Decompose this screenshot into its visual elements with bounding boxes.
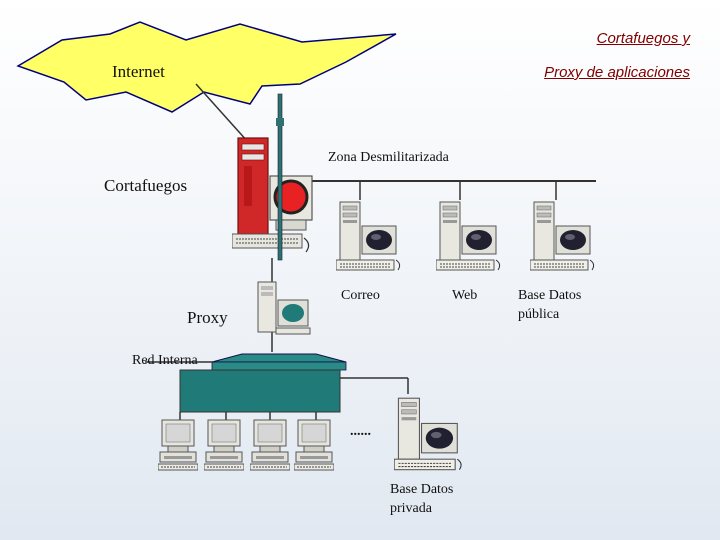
public-db-label-line2: pública <box>518 307 560 322</box>
firewall-label: Cortafuegos <box>104 176 188 195</box>
page-title-line1: Cortafuegos y <box>596 30 690 47</box>
public-db-label-line1: Base Datos <box>518 288 582 303</box>
workstation-icon <box>204 419 244 471</box>
server-tower-icon <box>394 397 462 471</box>
private-db-label-line2: privada <box>390 501 432 516</box>
mail-server-label: Correo <box>341 288 380 303</box>
workstation-icon <box>158 419 198 471</box>
workstation-icon <box>294 419 334 471</box>
internet-label: Internet <box>112 62 165 81</box>
page-title-line2: Proxy de aplicaciones <box>544 64 690 81</box>
web-server-label: Web <box>452 288 478 303</box>
server-tower-icon <box>436 201 501 271</box>
internal-net-label: Red Interna <box>132 353 198 368</box>
server-tower-icon <box>336 201 401 271</box>
internet-burst-icon <box>16 21 397 113</box>
dmz-label: Zona Desmilitarizada <box>328 150 449 165</box>
antenna-pole <box>277 93 283 261</box>
ellipsis-label: ...... <box>350 424 371 439</box>
private-db-label-line1: Base Datos <box>390 482 454 497</box>
proxy-computer-icon <box>257 281 311 335</box>
server-tower-icon <box>530 201 595 271</box>
network-hub-icon <box>179 353 347 413</box>
firewall-tower-icon <box>232 136 314 254</box>
proxy-label: Proxy <box>187 308 228 327</box>
workstation-icon <box>250 419 290 471</box>
